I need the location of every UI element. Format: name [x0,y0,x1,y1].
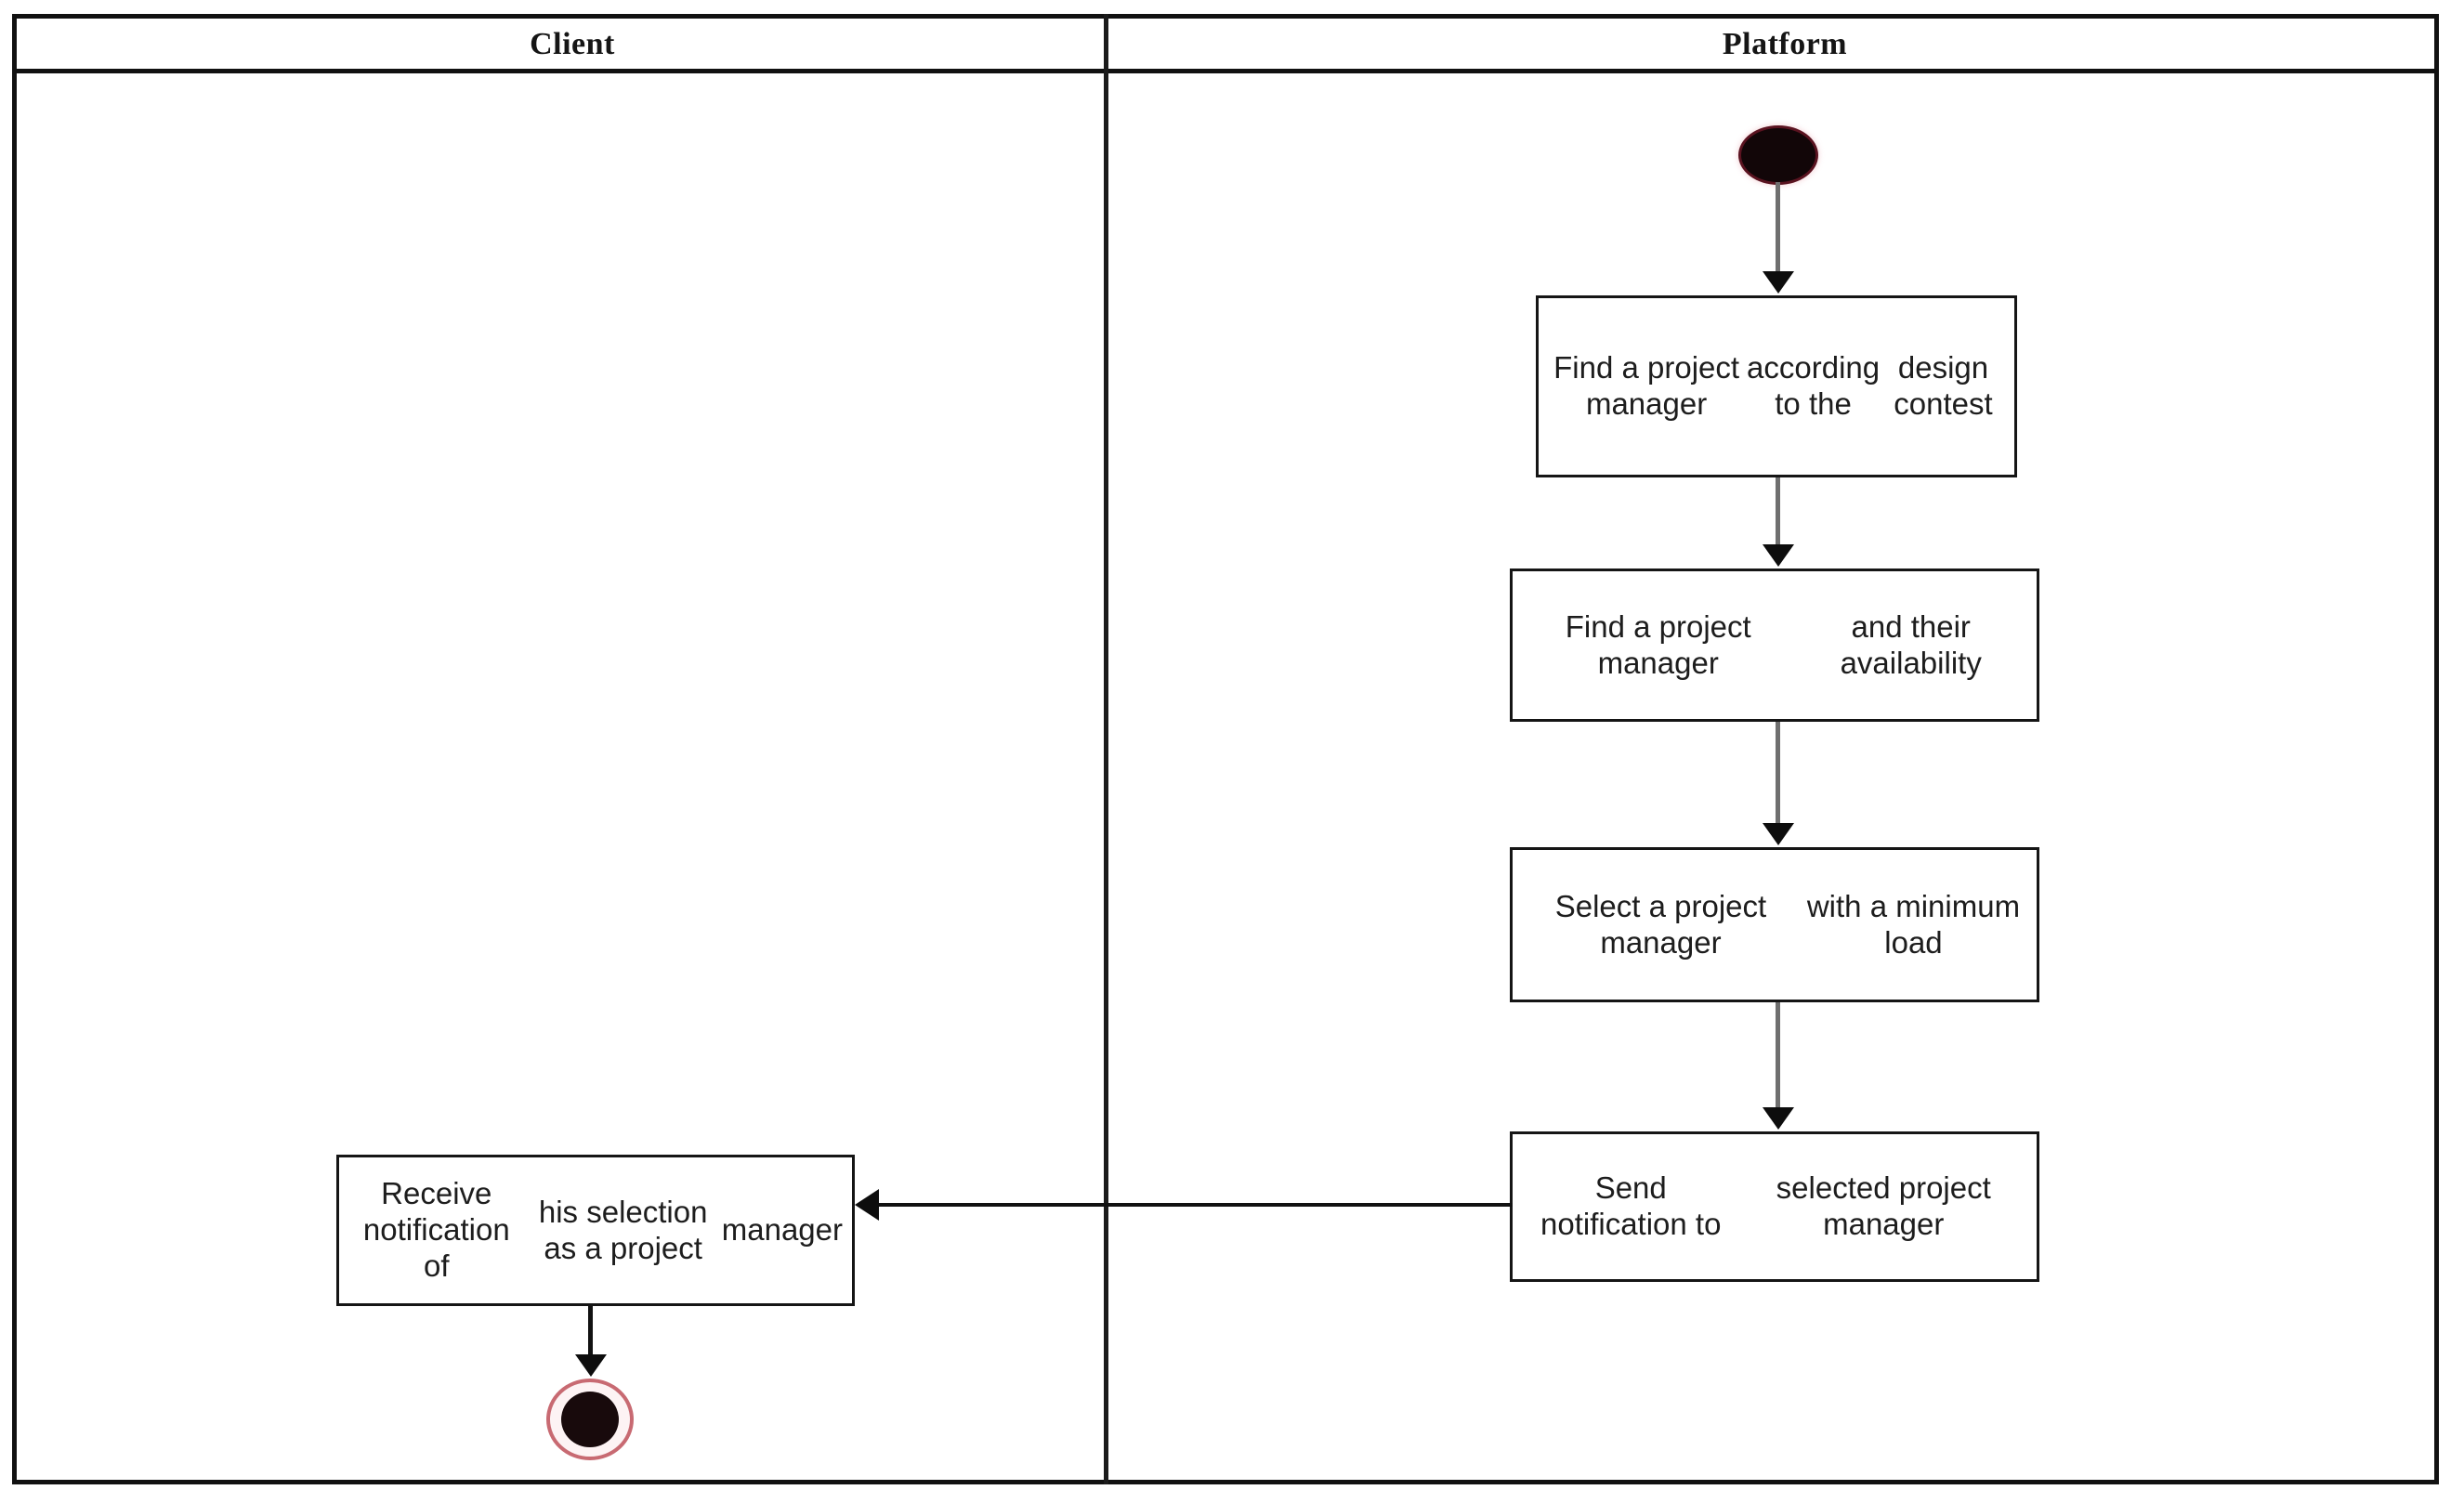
activity-label-line-2: his selection as a project [538,1194,708,1265]
arrowhead-down-icon [1763,823,1794,845]
arrowhead-down-icon [1763,1107,1794,1130]
final-node-icon [546,1379,634,1460]
activity-find-project-manager-by-contest[interactable]: Find a project manager according to the … [1536,295,2017,477]
activity-label-line-1: Select a project manager [1554,888,1767,960]
initial-node-icon [1741,128,1815,182]
transition-find-contest-to-find-availability [1776,477,1780,548]
arrowhead-left-icon [855,1189,879,1221]
arrowhead-down-icon [575,1354,607,1377]
swimlane-header-client: Client [530,27,615,61]
arrowhead-down-icon [1763,544,1794,567]
transition-send-notification-to-receive-notification [879,1203,1513,1207]
transition-select-minload-to-send-notification [1776,1002,1780,1108]
activity-label-line-1: Receive notification of [362,1176,510,1283]
activity-label-line-2: selected project manager [1776,1170,1991,1241]
final-node-inner-fill [561,1392,619,1447]
activity-label-line-3: design contest [1894,350,1993,421]
activity-label-line-2: and their availability [1840,608,1982,680]
transition-start-to-find-contest [1776,182,1780,275]
activity-find-project-manager-availability[interactable]: Find a project manager and their availab… [1510,569,2039,722]
activity-label-line-1: Send notification to [1540,1170,1722,1241]
transition-receive-notification-to-end [588,1306,593,1373]
activity-label-line-1: Find a project manager [1553,350,1740,421]
activity-label-line-2: with a minimum load [1806,888,2021,960]
activity-label-line-1: Find a project manager [1565,608,1751,680]
swimlane-header-platform: Platform [1722,27,1848,61]
activity-select-project-manager-minimum-load[interactable]: Select a project manager with a minimum … [1510,847,2039,1002]
arrowhead-down-icon [1763,271,1794,294]
swimlane-divider [1104,14,1108,1484]
swimlane-header-band: Client Platform [12,14,2439,73]
transition-find-availability-to-select-minload [1776,722,1780,824]
activity-label-line-3: manager [721,1212,843,1248]
activity-send-notification-to-selected-project-manager[interactable]: Send notification to selected project ma… [1510,1131,2039,1282]
activity-label-line-2: according to the [1747,350,1881,421]
activity-receive-notification-of-selection[interactable]: Receive notification of his selection as… [336,1155,855,1306]
